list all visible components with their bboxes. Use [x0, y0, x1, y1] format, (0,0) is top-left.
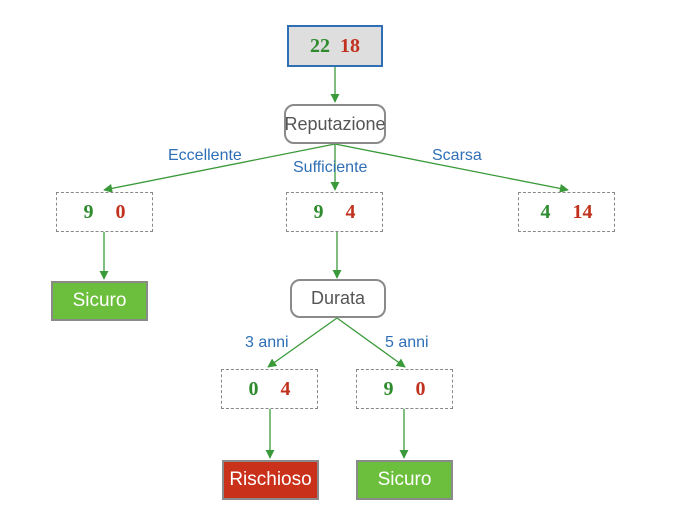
decision-label: Reputazione: [284, 113, 386, 134]
good-count: 9: [313, 200, 324, 223]
leaf-label: Sicuro: [72, 290, 127, 311]
leaf-label: Rischioso: [229, 469, 312, 490]
root-bad-count: 18: [340, 34, 360, 57]
decision-node-durata: Durata: [290, 279, 386, 318]
count-node-eccellente: 9 0: [56, 192, 153, 232]
decision-label: Durata: [310, 288, 366, 308]
edge-3anni: [267, 317, 338, 368]
edge-label-eccellente: Eccellente: [168, 147, 242, 164]
bad-count: 14: [572, 200, 593, 223]
count-node-3anni: 0 4: [221, 369, 318, 409]
edge-eccellente: [103, 143, 336, 193]
edge-label-scarsa: Scarsa: [432, 147, 482, 164]
bad-count: 4: [280, 377, 291, 400]
leaf-node-sicuro-5anni: Sicuro: [356, 460, 453, 500]
count-node-sufficiente: 9 4: [286, 192, 383, 232]
root-good-count: 22: [310, 34, 330, 57]
good-count: 0: [248, 377, 259, 400]
edge-label-3anni: 3 anni: [245, 334, 289, 351]
edge-label-sufficiente: Sufficiente: [293, 159, 368, 176]
edge-label-5anni: 5 anni: [385, 334, 429, 351]
count-node-scarsa: 4 14: [518, 192, 615, 232]
decision-node-reputazione: Reputazione: [284, 104, 386, 144]
count-node-5anni: 9 0: [356, 369, 453, 409]
good-count: 9: [383, 377, 394, 400]
bad-count: 4: [345, 200, 356, 223]
bad-count: 0: [115, 200, 126, 223]
good-count: 4: [540, 200, 551, 223]
leaf-label: Sicuro: [377, 469, 432, 490]
root-count-node: 22 18: [287, 25, 383, 67]
leaf-node-rischioso: Rischioso: [222, 460, 319, 500]
edge-scarsa: [334, 143, 569, 193]
leaf-node-sicuro-eccellente: Sicuro: [51, 281, 148, 321]
bad-count: 0: [415, 377, 426, 400]
edge-5anni: [336, 317, 406, 368]
good-count: 9: [83, 200, 94, 223]
